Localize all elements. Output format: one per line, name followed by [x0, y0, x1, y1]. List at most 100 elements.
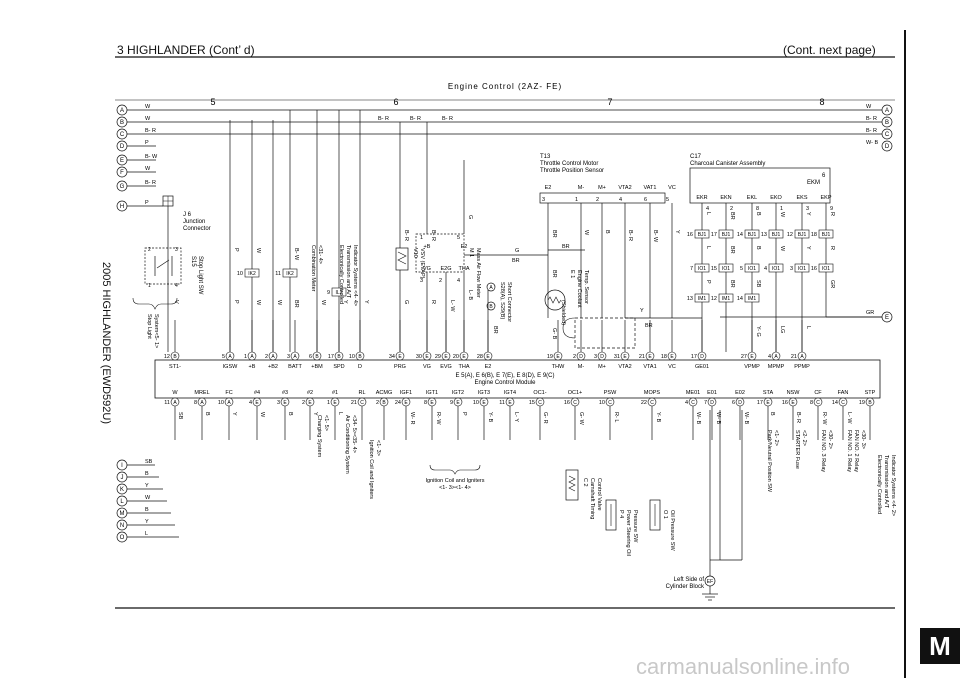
m1-pin-number: 3 — [420, 278, 423, 284]
svg-text:W- B: W- B — [743, 412, 749, 424]
ect-system-ref-top: Electronically Controlled Transmission a… — [338, 245, 358, 306]
wire-color-label: B- R — [430, 230, 436, 241]
ecu-pin-number: 1 — [244, 354, 247, 360]
ecu-pin-connector — [620, 351, 630, 361]
svg-text:A: A — [489, 285, 493, 291]
svg-text:FAN NO. 3 Relay: FAN NO. 3 Relay — [820, 430, 826, 472]
wire-color-label: P — [705, 280, 711, 284]
svg-text:Control Valve: Control Valve — [596, 478, 602, 511]
wire-color-label: SB — [755, 280, 761, 288]
ik2-connector-label: IK2 — [286, 271, 294, 277]
svg-text:BR: BR — [562, 244, 570, 250]
s28-id: S28(A), S29(B) — [499, 282, 505, 319]
svg-text:BR: BR — [551, 230, 557, 238]
wire-color-label: BR — [729, 212, 735, 220]
wire-color-label: W — [276, 300, 282, 306]
s15-id: S15 — [190, 256, 196, 267]
t13-pin-number: 6 — [644, 197, 647, 203]
bottom-wire-color: B- R — [795, 412, 801, 423]
camshaft-timing-valve-c2: C 2 Camshaft Timing Control Valve — [565, 469, 602, 519]
io1-connector-num: 3 — [790, 266, 793, 272]
ecu-pin-label: IGT2 — [452, 390, 464, 396]
svg-text:Y: Y — [674, 230, 680, 234]
ecu-pin-number: 2 — [302, 400, 305, 406]
ecu-pin-number: 21 — [351, 400, 357, 406]
t13-id: T13 — [540, 154, 551, 160]
ik2-connector-num: 10 — [237, 271, 243, 277]
ecu-pin-number: 8 — [424, 400, 427, 406]
junction-connector-j6: J 6 Junction Connector — [162, 195, 211, 232]
ecu-pin-label: #1 — [332, 390, 338, 396]
svg-text:W: W — [276, 300, 282, 306]
ecu-pin-conn-letter: A — [200, 400, 204, 406]
wire-color-label: G- B — [551, 328, 557, 340]
row-marker-k-label: K — [120, 487, 124, 493]
row-marker-n-label: N — [120, 523, 124, 529]
im1-connector-label: IM1 — [698, 296, 707, 302]
bottom-wire-color: L- W — [846, 412, 852, 424]
ecu-pin-conn-letter: E — [425, 354, 429, 360]
ecu-pin-conn-letter: E — [404, 400, 408, 406]
ecu-pin-label: +B — [249, 364, 256, 370]
ik2-connector-label: IK2 — [248, 271, 256, 277]
svg-text:Left Side of: Left Side of — [674, 577, 705, 583]
row-marker-o — [116, 531, 128, 543]
fan3-relay-ref: FAN NO. 3 Relay <30- 2> — [820, 430, 833, 472]
short-connector-s28-s29: A B S28(A), S29(B) Short Connector — [486, 282, 512, 322]
ecu-pin-number: 18 — [661, 354, 667, 360]
ecu-pin-label: +BM — [311, 364, 323, 370]
ecu-pin-number: 20 — [453, 354, 459, 360]
bottom-row-color: W — [145, 495, 151, 501]
vsv-evap-v10: V10 VSV (EVAP) — [395, 247, 425, 279]
svg-text:Y: Y — [363, 300, 369, 304]
t13-pin-label: E2 — [545, 185, 552, 191]
oil-pressure-sw-o1: O 1 Oil Pressure SW — [649, 499, 675, 551]
section-tab: M — [920, 628, 960, 664]
v10-id: V10 — [412, 248, 418, 258]
ecu-pin-label: IGT4 — [504, 390, 516, 396]
svg-text:B- W: B- W — [293, 248, 299, 261]
stop-light-system-ref: System<5- 1> — [153, 314, 159, 348]
row-marker-j — [116, 471, 128, 483]
svg-text:BR: BR — [512, 258, 520, 264]
ecu-pin-number: 30 — [416, 354, 422, 360]
wire-color-br: B- R — [378, 116, 389, 122]
svg-text:P: P — [705, 280, 711, 284]
ecu-pin-label: FAN — [838, 390, 849, 396]
svg-text:Y- B: Y- B — [655, 412, 661, 423]
bottom-wire-color: B — [204, 412, 210, 416]
ecu-pin-number: 5 — [222, 354, 225, 360]
t13-pin-number: 2 — [596, 197, 599, 203]
bottom-row-color: Y — [145, 519, 149, 525]
svg-text:W: W — [255, 300, 261, 306]
ecu-pin-conn-letter: E — [508, 400, 512, 406]
ecu-pin-conn-letter: C — [650, 400, 654, 406]
wire-color-label: BR — [729, 246, 735, 254]
right-row-marker-a-label: A — [885, 108, 889, 114]
power-steering-pressure-sw-p4: P 4 Power Steering Oil Pressure SW — [605, 499, 638, 556]
right-row-marker-d — [881, 140, 893, 152]
svg-text:FAN NO. 2 Relay: FAN NO. 2 Relay — [853, 430, 859, 472]
row-marker-i-label: I — [121, 463, 123, 469]
ik2-connector-num: 11 — [275, 271, 281, 277]
ecu-pin-conn-letter: E — [750, 354, 754, 360]
il2-connector-num: 9 — [327, 290, 330, 296]
ecu-pin-connector — [597, 351, 607, 361]
bottom-wire-color: L- Y — [513, 412, 519, 422]
svg-text:V: V — [173, 300, 179, 304]
c17-pin-label: EKS — [796, 195, 807, 201]
ecu-pin-conn-letter: A — [250, 354, 254, 360]
wire-color-label: B- R — [403, 230, 409, 241]
svg-text:Y: Y — [805, 212, 811, 216]
svg-text:G- W: G- W — [578, 412, 584, 426]
bj1-connector-label: BJ1 — [822, 232, 831, 238]
ecu-pin-number: 22 — [641, 400, 647, 406]
t13-pin-label: M+ — [598, 185, 606, 191]
svg-text:Transmission and A/T: Transmission and A/T — [345, 245, 351, 299]
m1-pin-number: 2 — [439, 278, 442, 284]
ecu-pin-number: 4 — [768, 354, 771, 360]
ac-system-ref: Air Conditioning System <34- 5><35- 4> — [344, 415, 357, 474]
svg-text:Power Steering Oil: Power Steering Oil — [625, 510, 631, 556]
ecu-pin-number: 27 — [741, 354, 747, 360]
ecu-pin-connector — [645, 351, 655, 361]
